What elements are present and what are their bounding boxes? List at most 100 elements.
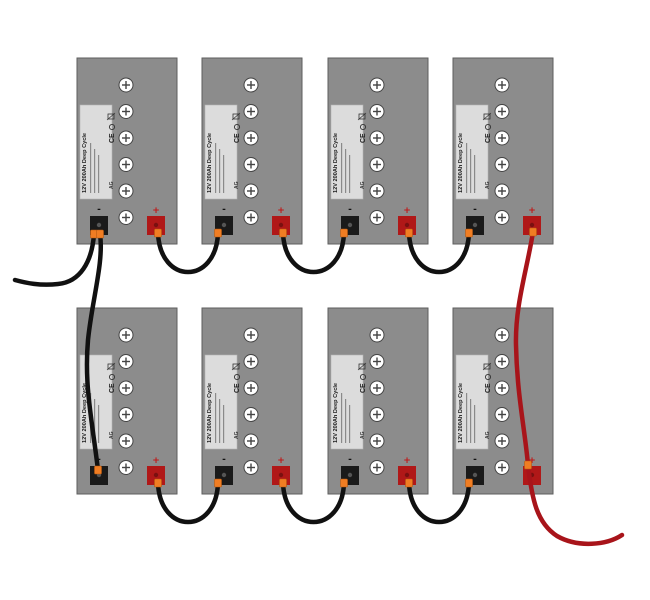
vent-cap [118,354,134,369]
recycle-icon [233,123,241,131]
cable-lug-15 [405,478,413,488]
bin-icon-cross [106,112,116,121]
ce-mark: CE [485,133,492,143]
bin-icon [232,113,240,120]
battery-model-text: 12V 200Ah Deep Cycle [82,133,88,193]
negative-sign: - [473,455,477,465]
vent-cap [369,460,385,475]
positive-sign: + [152,456,160,466]
battery-model-text: 12V 200Ah Deep Cycle [333,383,339,443]
cable-lug-12 [214,478,222,488]
vent-cap [494,210,510,225]
vent-cap [369,157,385,172]
vent-cap [243,327,259,343]
battery-type-code: AG [360,181,366,189]
jumper-cable-top-3 [406,230,472,275]
vent-cap [243,460,259,475]
spec-label-panel [204,354,238,450]
vent-cap [243,354,259,369]
vent-cap [369,210,385,225]
vent-cap [118,183,134,199]
cables-layer [12,229,625,547]
negative-sign: - [97,205,101,215]
fine-print-line [345,149,347,193]
bin-icon [358,363,366,370]
fine-print-line [98,155,100,193]
vent-cap [243,407,259,422]
fine-print-line [474,405,476,443]
vent-cap [243,380,259,396]
negative-sign: - [97,455,101,465]
vent-cap [369,77,385,93]
ce-mark: CE [234,133,241,143]
fine-print-line [219,399,221,443]
vent-cap [118,157,134,172]
jumper-cable-bottom-3 [406,480,472,525]
vent-cap [369,380,385,396]
vent-cap [118,104,134,119]
vent-cap [494,157,510,172]
positive-sign: + [277,456,285,466]
battery-type-code: AG [485,181,491,189]
ce-mark: CE [485,383,492,393]
vent-cap [118,407,134,422]
vent-cap [494,327,510,343]
positive-bolt [153,472,159,478]
positive-sign: + [403,206,411,216]
bin-icon-cross [231,362,241,371]
main-negative-cable [12,231,97,287]
spec-label-panel [455,104,489,200]
battery-model-text: 12V 200Ah Deep Cycle [207,383,213,443]
vent-cap [118,460,134,475]
vent-cap [494,460,510,475]
positive-bolt [404,222,410,228]
negative-sign: - [222,205,226,215]
bin-icon-cross [231,112,241,121]
cable-lug-4 [214,228,222,238]
vent-cap [369,354,385,369]
vent-cap [494,380,510,396]
vent-cap [494,77,510,93]
fine-print-line [349,405,351,443]
cable-lug-3 [154,228,162,238]
negative-bolt [347,222,353,228]
vent-cap [243,183,259,199]
cable-lug-14 [340,478,348,488]
vent-cap [369,130,385,146]
fine-print-line [215,393,217,443]
ce-mark: CE [360,133,367,143]
battery-type-code: AG [234,181,240,189]
bin-icon-cross [482,362,492,371]
cable-lug-13 [279,478,287,488]
cable-lug-2 [96,229,104,239]
bin-icon-cross [482,112,492,121]
vent-cap [118,327,134,343]
spec-label-panel [79,104,113,200]
fine-print-line [474,155,476,193]
bin-icon [107,363,115,370]
cable-lug-5 [279,228,287,238]
jumper-cable-bottom-1 [155,480,221,525]
fine-print-line [215,143,217,193]
vent-cap [118,130,134,146]
battery-type-code: AG [234,431,240,439]
cable-lug-10 [94,465,102,475]
jumper-cable-top-2 [280,230,347,275]
bin-icon-cross [106,362,116,371]
spec-label-panel [330,354,364,450]
battery-model-text: 12V 200Ah Deep Cycle [333,133,339,193]
